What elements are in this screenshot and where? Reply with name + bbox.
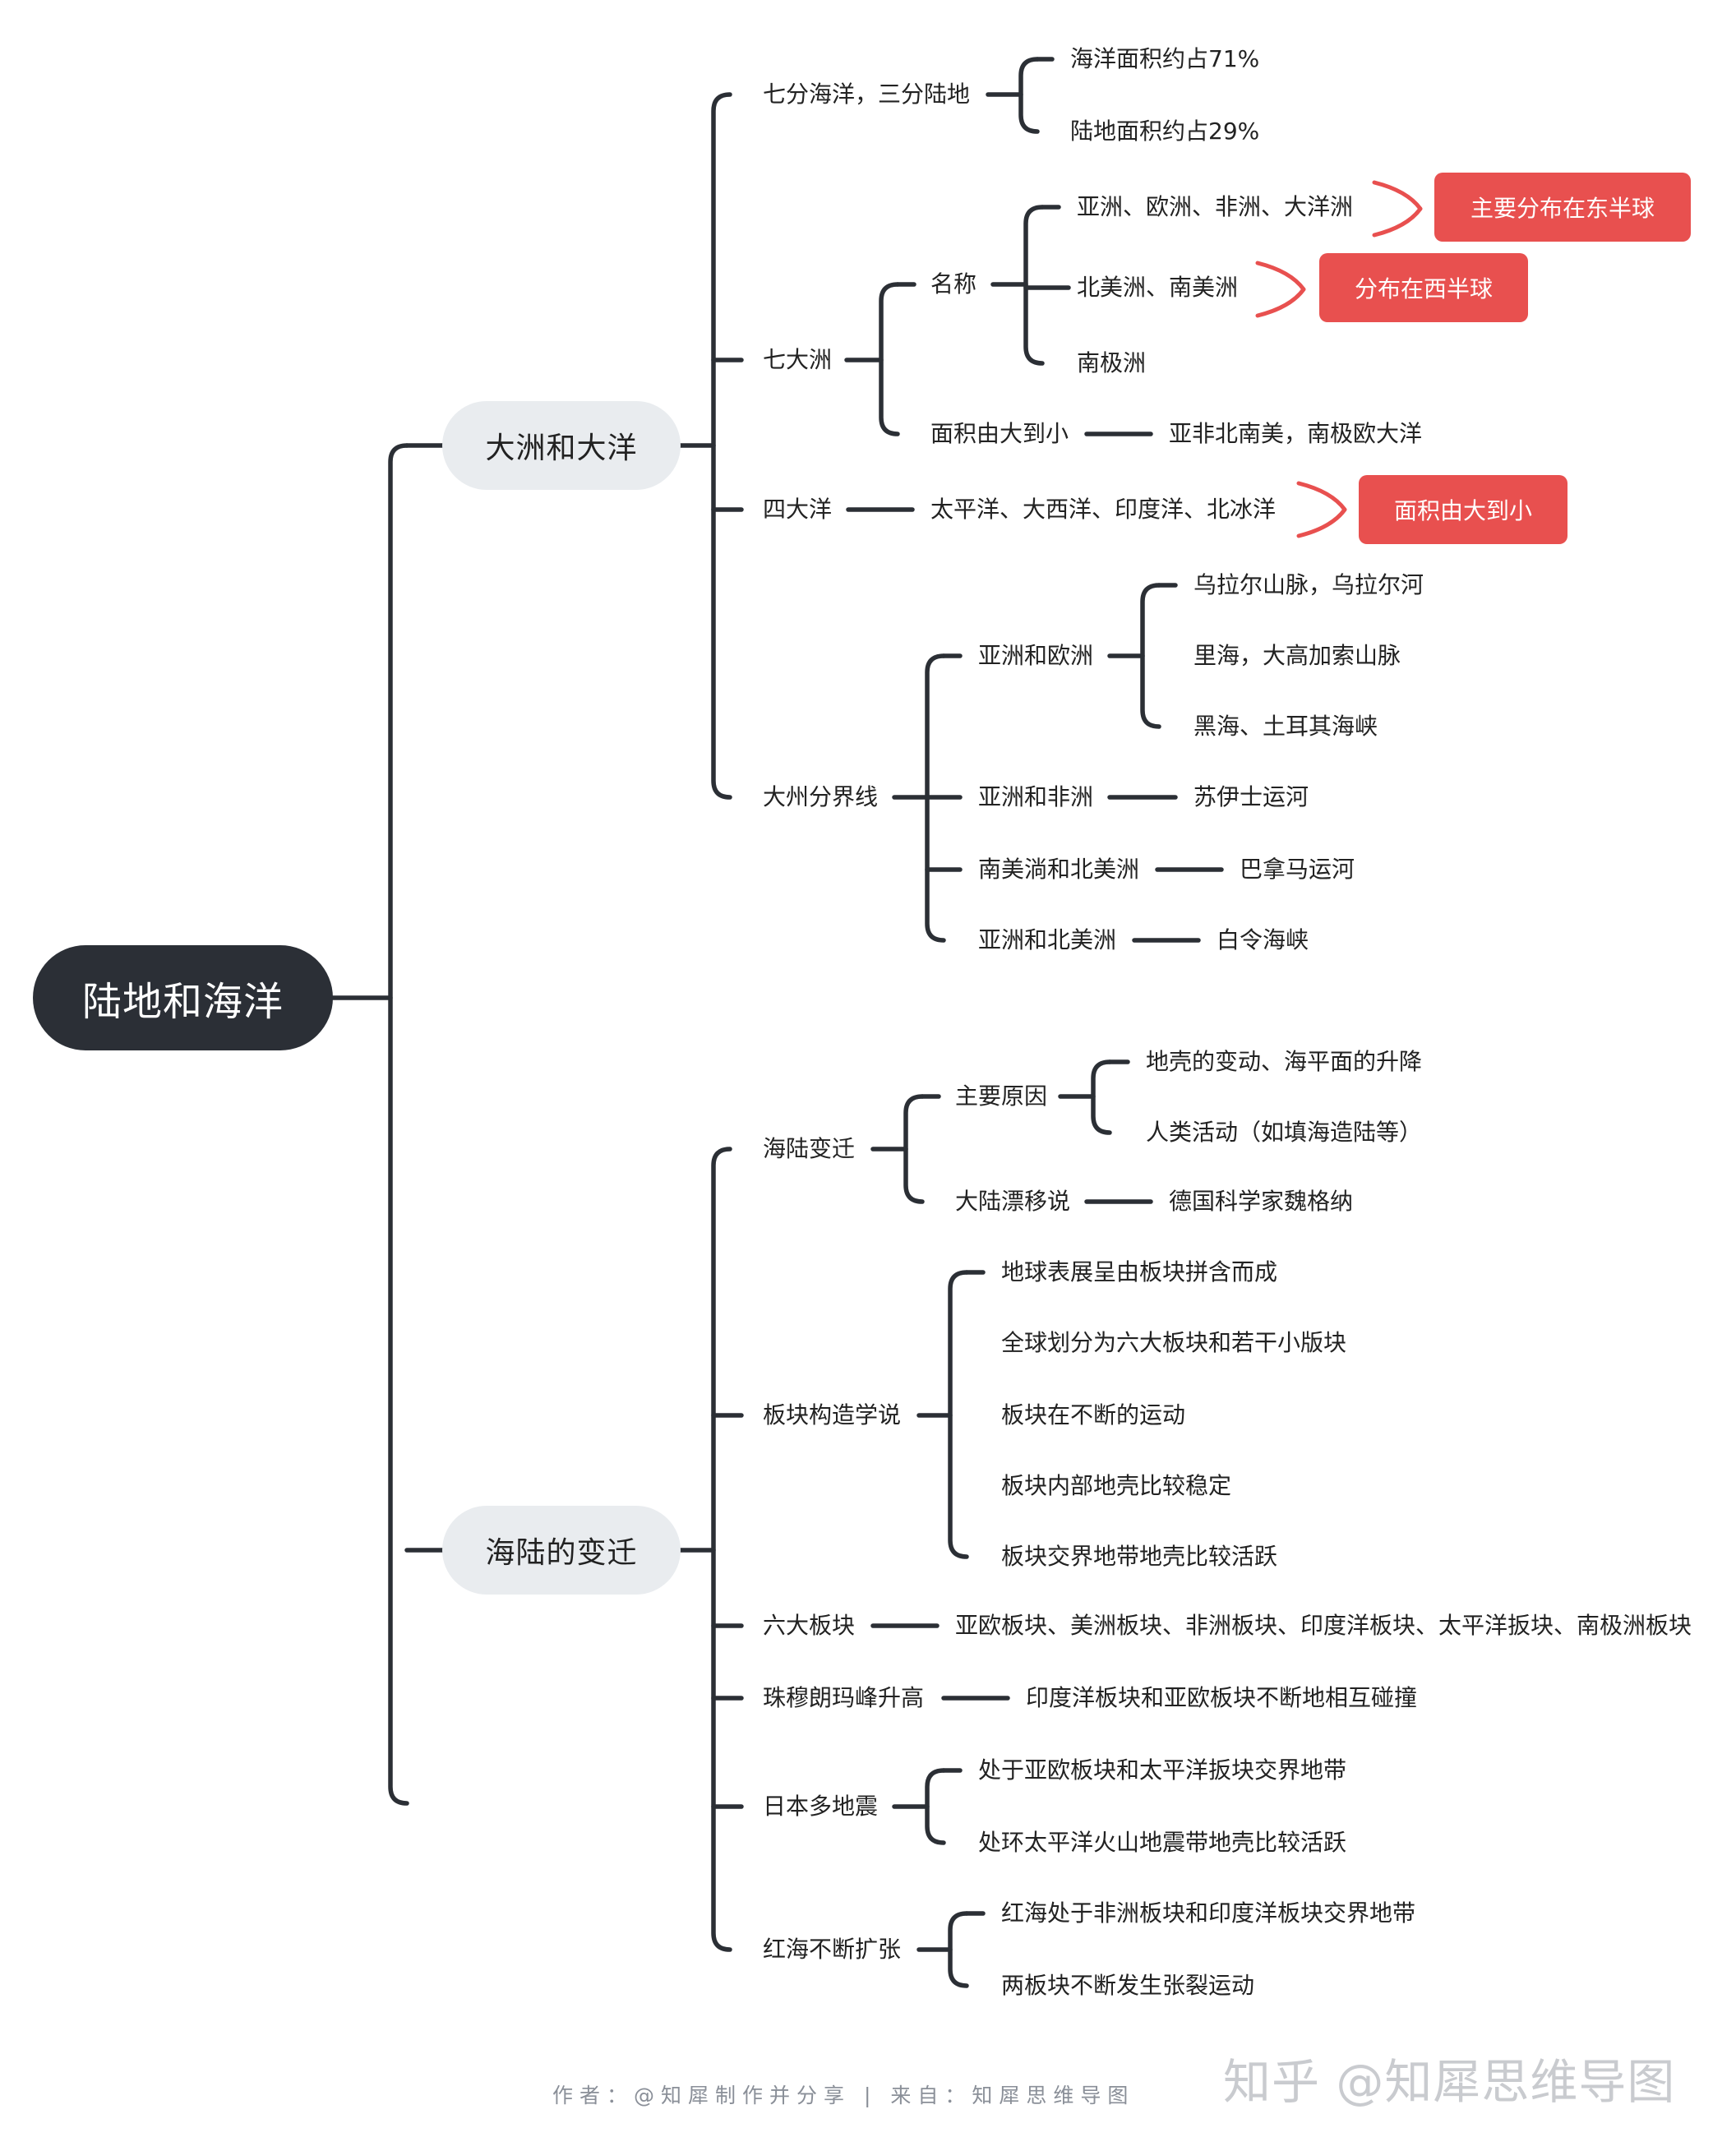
node-japan[interactable]: 日本多地震 — [763, 1793, 879, 1820]
node-causes[interactable]: 主要原因 — [955, 1082, 1048, 1110]
node-asia-africa[interactable]: 亚洲和非洲 — [978, 783, 1094, 810]
node-ocean-names[interactable]: 太平洋、大西洋、印度洋、北冰洋 — [930, 496, 1277, 523]
node-asia-na[interactable]: 亚洲和北美洲 — [978, 926, 1117, 953]
node-plate-item[interactable]: 板块在不断的运动 — [1001, 1401, 1186, 1429]
node-four-oceans[interactable]: 四大洋 — [763, 496, 833, 523]
node-panama[interactable]: 巴拿马运河 — [1240, 856, 1355, 883]
root-node[interactable]: 陆地和海洋 — [33, 945, 333, 1050]
node-area-mnemonic[interactable]: 亚非北南美，南极欧大洋 — [1169, 420, 1423, 447]
node-suez[interactable]: 苏伊士运河 — [1194, 783, 1309, 810]
tag-ocean-area[interactable]: 面积由大到小 — [1359, 475, 1567, 544]
node-ocean-share[interactable]: 海洋面积约占71% — [1070, 45, 1260, 72]
node-everest-reason[interactable]: 印度洋板块和亚欧板块不断地相互碰撞 — [1026, 1684, 1418, 1711]
node-boundary-item[interactable]: 里海，大高加索山脉 — [1194, 642, 1401, 669]
node-change[interactable]: 海陆变迁 — [763, 1135, 856, 1162]
node-boundary-item[interactable]: 黑海、土耳其海峡 — [1194, 713, 1378, 740]
branch-sea-land-change[interactable]: 海陆的变迁 — [442, 1506, 681, 1595]
node-seven-continents[interactable]: 七大洲 — [763, 346, 833, 373]
node-japan-item[interactable]: 处于亚欧板块和太平洋扳块交界地带 — [978, 1756, 1347, 1784]
watermark-brand: 知乎 @知犀思维导图 — [1223, 2054, 1676, 2110]
node-land-share[interactable]: 陆地面积约占29% — [1070, 118, 1260, 145]
tag-west-hemisphere[interactable]: 分布在西半球 — [1319, 253, 1528, 322]
node-red-sea-item[interactable]: 两板块不断发生张裂运动 — [1001, 1972, 1255, 1999]
node-area-order[interactable]: 面积由大到小 — [930, 420, 1069, 447]
node-red-sea-item[interactable]: 红海处于非洲板块和印度洋板块交界地带 — [1001, 1899, 1416, 1927]
node-red-sea[interactable]: 红海不断扩张 — [763, 1936, 902, 1963]
node-plate-item[interactable]: 全球划分为六大板块和若干小版块 — [1001, 1329, 1347, 1356]
branch-continents-oceans[interactable]: 大洲和大洋 — [442, 401, 681, 490]
tag-label: 分布在西半球 — [1354, 275, 1493, 302]
node-americas[interactable]: 南美淌和北美洲 — [978, 856, 1140, 883]
node-plate-item[interactable]: 板块内部地壳比较稳定 — [1001, 1472, 1232, 1499]
node-japan-item[interactable]: 处环太平洋火山地震带地壳比较活跃 — [978, 1829, 1347, 1856]
node-seven-three[interactable]: 七分海洋，三分陆地 — [763, 81, 971, 108]
branch-label: 海陆的变迁 — [485, 1536, 638, 1570]
node-cause-item[interactable]: 人类活动（如填海造陆等） — [1146, 1119, 1423, 1146]
node-plate-item[interactable]: 板块交界地带地壳比较活跃 — [1001, 1543, 1278, 1570]
node-everest[interactable]: 珠穆朗玛峰升高 — [763, 1684, 925, 1711]
node-six-plates[interactable]: 六大板块 — [763, 1612, 856, 1639]
branch-label: 大洲和大洋 — [485, 432, 638, 465]
node-plate-item[interactable]: 地球表展呈由板块拼含而成 — [1001, 1258, 1278, 1285]
node-west-continents[interactable]: 北美洲、南美洲 — [1077, 274, 1239, 301]
node-antarctica[interactable]: 南极洲 — [1077, 349, 1147, 376]
node-cause-item[interactable]: 地壳的变动、海平面的升降 — [1146, 1048, 1423, 1075]
node-boundary-item[interactable]: 乌拉尔山脉，乌拉尔河 — [1194, 571, 1424, 598]
root-label: 陆地和海洋 — [81, 979, 284, 1025]
node-asia-europe[interactable]: 亚洲和欧洲 — [978, 642, 1094, 669]
footer-credit: 作者：@知犀制作并分享 | 来自：知犀思维导图 — [552, 2084, 1135, 2107]
node-bering[interactable]: 白令海峡 — [1217, 926, 1309, 953]
node-plate-tectonics[interactable]: 板块构造学说 — [763, 1401, 902, 1429]
node-boundaries[interactable]: 大州分界线 — [763, 783, 879, 810]
node-names[interactable]: 名称 — [930, 270, 977, 298]
node-six-plates-list[interactable]: 亚欧板块、美洲板块、非洲板块、印度洋板块、太平洋扳块、南极洲板块 — [955, 1612, 1692, 1639]
node-drift[interactable]: 大陆漂移说 — [955, 1188, 1071, 1215]
tag-label: 主要分布在东半球 — [1470, 195, 1655, 222]
node-east-continents[interactable]: 亚洲、欧洲、非洲、大洋洲 — [1077, 193, 1354, 220]
tag-east-hemisphere[interactable]: 主要分布在东半球 — [1434, 173, 1691, 242]
node-wegener[interactable]: 德国科学家魏格纳 — [1169, 1188, 1354, 1215]
tag-label: 面积由大到小 — [1393, 497, 1532, 524]
